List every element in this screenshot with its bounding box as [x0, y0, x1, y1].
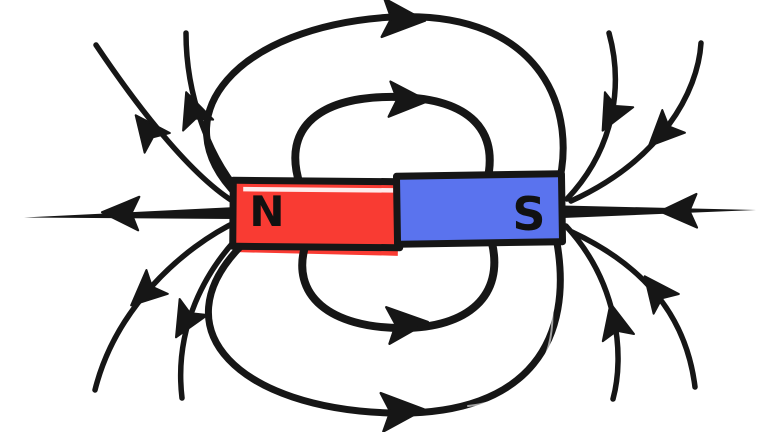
brush-highlight-inner-loop: [306, 103, 394, 159]
north-pole-paint-gap: [243, 186, 394, 193]
south-pole-block: [392, 170, 567, 248]
field-line-right-lower-outer: [569, 229, 698, 390]
field-line-left-upper-outer: [93, 42, 244, 209]
brush-highlight-top-loop: [233, 26, 379, 159]
bar-magnet: N S: [229, 170, 567, 252]
south-pole-label: S: [512, 187, 545, 241]
brush-highlight-bottom-loop: [467, 299, 554, 407]
north-pole-label: N: [249, 187, 284, 236]
